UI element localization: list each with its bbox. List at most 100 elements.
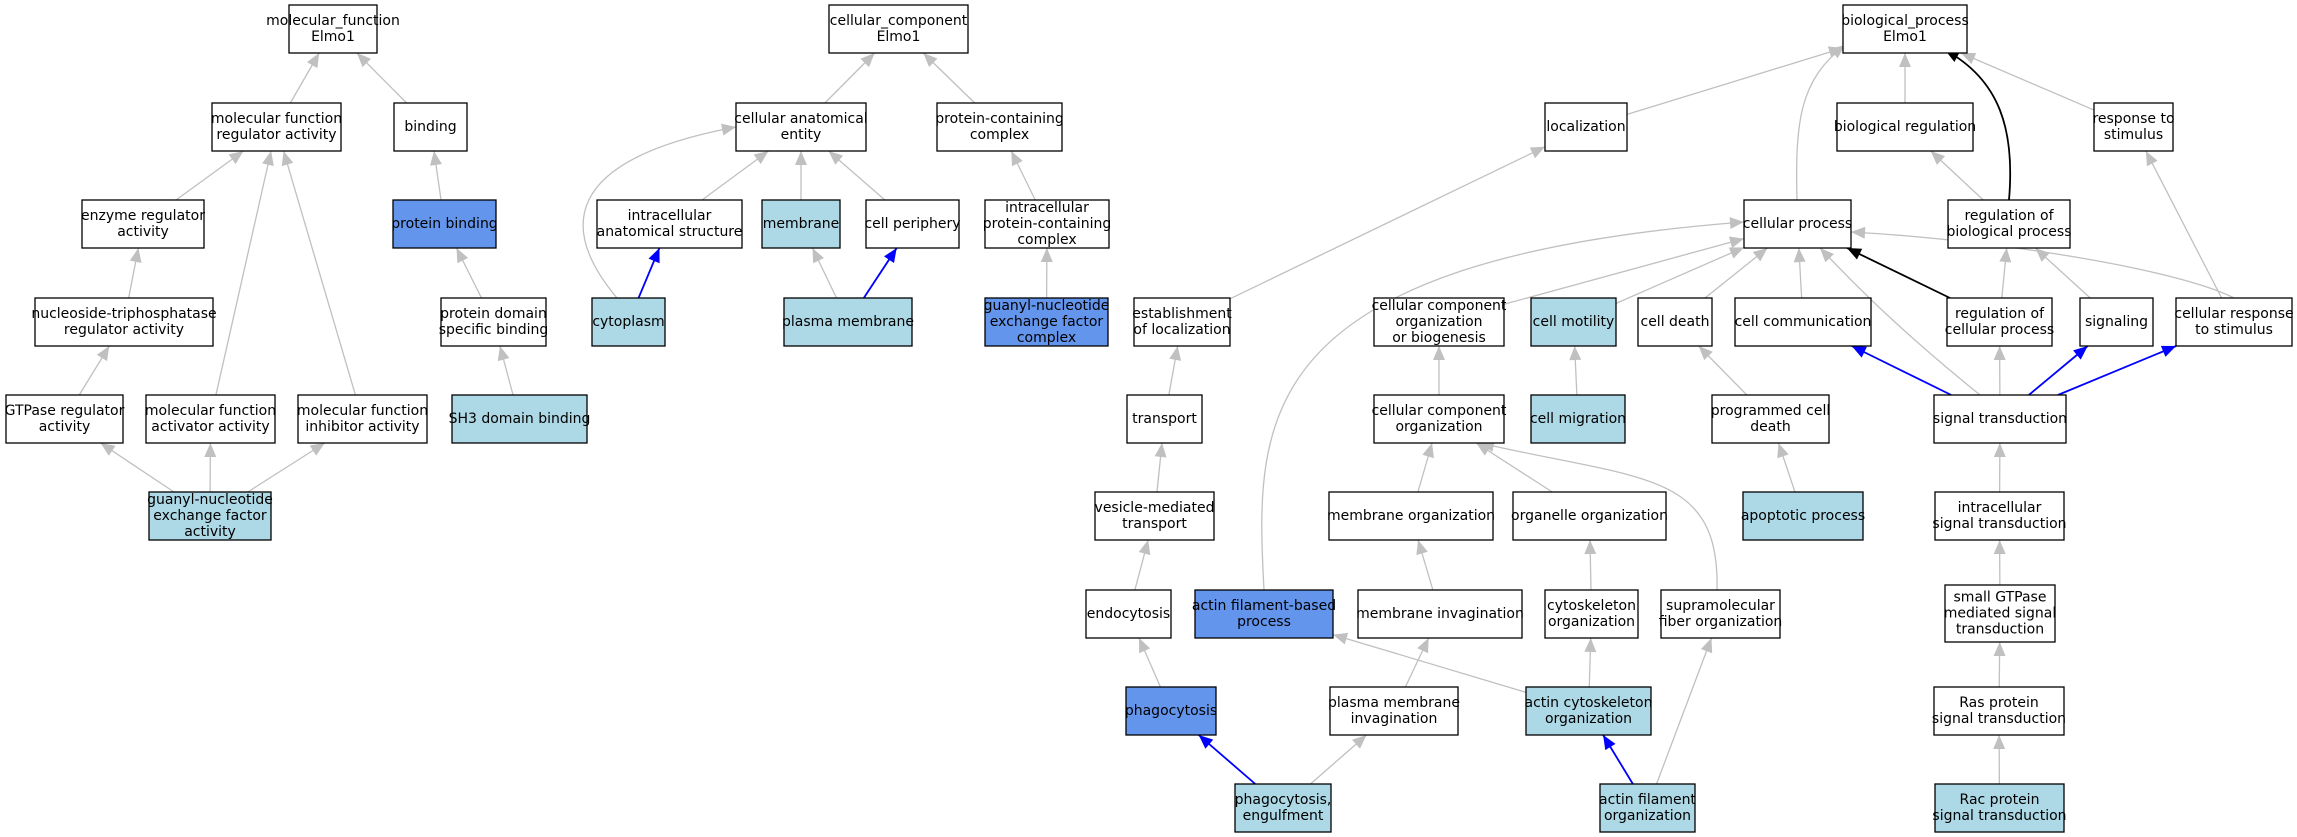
node-label-line: signal transduction — [1932, 711, 2066, 727]
node-label-line: to stimulus — [2195, 322, 2273, 338]
arrowhead-gef_complex-to-ipcc — [1040, 248, 1053, 263]
node-org-org[interactable]: organelle organization — [1511, 491, 1668, 541]
arrowhead-ras-to-small_gtpase — [1993, 642, 2006, 657]
node-box — [1544, 589, 1639, 639]
arrowhead-afbp-to-cell_process — [1729, 217, 1744, 230]
node-transport[interactable]: transport — [1126, 394, 1203, 444]
node-phagocytosis[interactable]: phagocytosis — [1125, 686, 1217, 736]
arrowhead-acto-to-afbp — [1333, 632, 1349, 645]
arrowhead-phago_eng-to-phagocytosis — [1198, 735, 1214, 749]
node-cell-comm[interactable]: cell communication — [1734, 297, 1872, 347]
arrowhead-gef_act-to-mf_act — [204, 443, 217, 458]
node-plasma-membrane[interactable]: plasma membrane — [782, 297, 914, 347]
node-label-line: activity — [184, 524, 236, 540]
arrowhead-ccob-to-cell_process — [1728, 236, 1744, 249]
arrowhead-membrane-to-cae — [795, 151, 807, 165]
node-box — [1530, 297, 1617, 347]
node-mem-inv[interactable]: membrane invagination — [1356, 589, 1524, 639]
node-label-line: regulator activity — [64, 322, 184, 338]
node-box — [1126, 394, 1203, 444]
node-signaling[interactable]: signaling — [2079, 297, 2154, 347]
node-label-line: organization — [1545, 711, 1632, 727]
node-label-line: or biogenesis — [1392, 330, 1486, 346]
arrowhead-signaling-to-reg_bio — [2035, 248, 2050, 262]
node-cell-process[interactable]: cellular process — [1743, 199, 1852, 249]
node-cell-death[interactable]: cell death — [1637, 297, 1713, 347]
node-membrane[interactable]: membrane — [761, 199, 841, 249]
node-box — [984, 297, 1109, 347]
node-mem-org[interactable]: membrane organization — [1327, 491, 1495, 541]
edge-reg_bio-to-bp_root — [1944, 49, 2012, 201]
node-endocytosis[interactable]: endocytosis — [1085, 589, 1172, 639]
node-cytoplasm[interactable]: cytoplasm — [591, 297, 666, 347]
edge-sig_trans-to-cell_process — [1819, 247, 1981, 396]
node-box — [1934, 783, 2065, 833]
edge-layer — [78, 44, 2235, 785]
node-binding[interactable]: binding — [393, 102, 468, 152]
node-label-line: organization — [1395, 314, 1482, 330]
arrowhead-cell_comm-to-cell_process — [1793, 248, 1806, 263]
node-label-line: organization — [1604, 808, 1691, 824]
node-sig-trans[interactable]: signal transduction — [1933, 394, 2067, 444]
node-cell-periphery[interactable]: cell periphery — [864, 199, 961, 249]
node-cell-migration[interactable]: cell migration — [1530, 394, 1626, 444]
arrowhead-apoptotic-to-pcd — [1777, 443, 1789, 459]
node-bio-reg[interactable]: biological regulation — [1834, 102, 1976, 152]
node-label-line: endocytosis — [1087, 606, 1170, 622]
node-phago-eng[interactable]: phagocytosis,engulfment — [1234, 783, 1332, 833]
arrowhead-est_loc-to-localization — [1529, 146, 1545, 159]
arrowhead-sig_trans-to-signaling — [2073, 346, 2088, 360]
node-box — [1599, 783, 1696, 833]
node-cell-motility[interactable]: cell motility — [1530, 297, 1617, 347]
arrowhead-mf_inh-to-mf_reg — [281, 151, 294, 167]
arrowhead-afo-to-acto — [1603, 735, 1616, 751]
node-label-line: protein-containing — [935, 111, 1063, 127]
arrowhead-cell_periphery-to-cae — [828, 151, 844, 165]
edge-mf_inh-to-mf_reg — [282, 150, 357, 396]
node-protein-binding[interactable]: protein binding — [391, 199, 498, 249]
node-box — [1234, 783, 1332, 833]
node-label-line: biological_process — [1841, 13, 1969, 29]
node-label-line: activator activity — [151, 419, 269, 435]
node-apoptotic[interactable]: apoptotic process — [1741, 491, 1865, 541]
node-label-line: signal transduction — [1933, 411, 2067, 427]
node-box — [1125, 686, 1217, 736]
node-sh3[interactable]: SH3 domain binding — [449, 394, 591, 444]
node-localization[interactable]: localization — [1544, 102, 1628, 152]
